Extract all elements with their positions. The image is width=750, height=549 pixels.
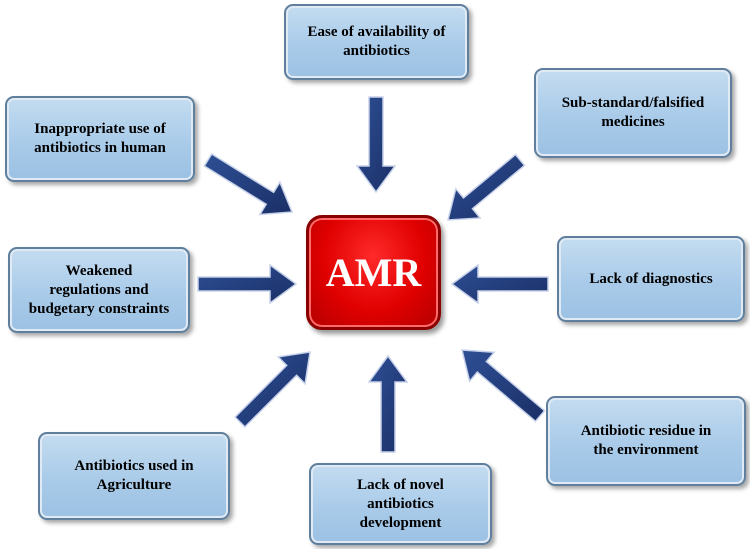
amr-center-box: AMR xyxy=(306,215,441,330)
factor-label-environment-residue: Antibiotic residue in the environment xyxy=(580,423,712,458)
factor-label-substandard-medicines: Sub-standard/falsified medicines xyxy=(561,95,705,130)
arrow-from-lack-of-diagnostics xyxy=(450,263,549,305)
factor-label-agriculture: Antibiotics used in Agriculture xyxy=(74,458,194,493)
arrow-from-weakened-regulations xyxy=(197,263,298,305)
arrow-from-novel-antibiotics xyxy=(367,354,409,453)
factor-box-agriculture: Antibiotics used in Agriculture xyxy=(38,432,230,520)
arrow-from-substandard xyxy=(447,153,526,221)
factor-label-weakened-regulations: Weakened regulations and budgetary const… xyxy=(28,262,170,317)
factor-box-novel-antibiotics: Lack of novel antibiotics development xyxy=(309,463,492,545)
arrow-from-agriculture xyxy=(234,351,311,428)
factor-box-availability: Ease of availability of antibiotics xyxy=(284,4,469,80)
arrow-from-inappropriate-use xyxy=(203,152,294,216)
factor-label-inappropriate-use: Inappropriate use of antibiotics in huma… xyxy=(34,121,166,156)
factor-label-lack-of-diagnostics: Lack of diagnostics xyxy=(589,270,713,287)
factor-box-weakened-regulations: Weakened regulations and budgetary const… xyxy=(8,247,190,333)
factor-box-environment-residue: Antibiotic residue in the environment xyxy=(546,396,746,486)
factor-box-inappropriate-use: Inappropriate use of antibiotics in huma… xyxy=(5,96,195,182)
factor-box-substandard-medicines: Sub-standard/falsified medicines xyxy=(534,68,732,158)
factor-box-lack-of-diagnostics: Lack of diagnostics xyxy=(557,236,745,322)
arrow-from-environment-residue xyxy=(461,349,546,423)
factor-label-novel-antibiotics: Lack of novel antibiotics development xyxy=(357,476,444,531)
factor-label-availability: Ease of availability of antibiotics xyxy=(307,24,446,59)
amr-label: AMR xyxy=(325,250,422,295)
arrow-from-availability xyxy=(355,96,397,194)
